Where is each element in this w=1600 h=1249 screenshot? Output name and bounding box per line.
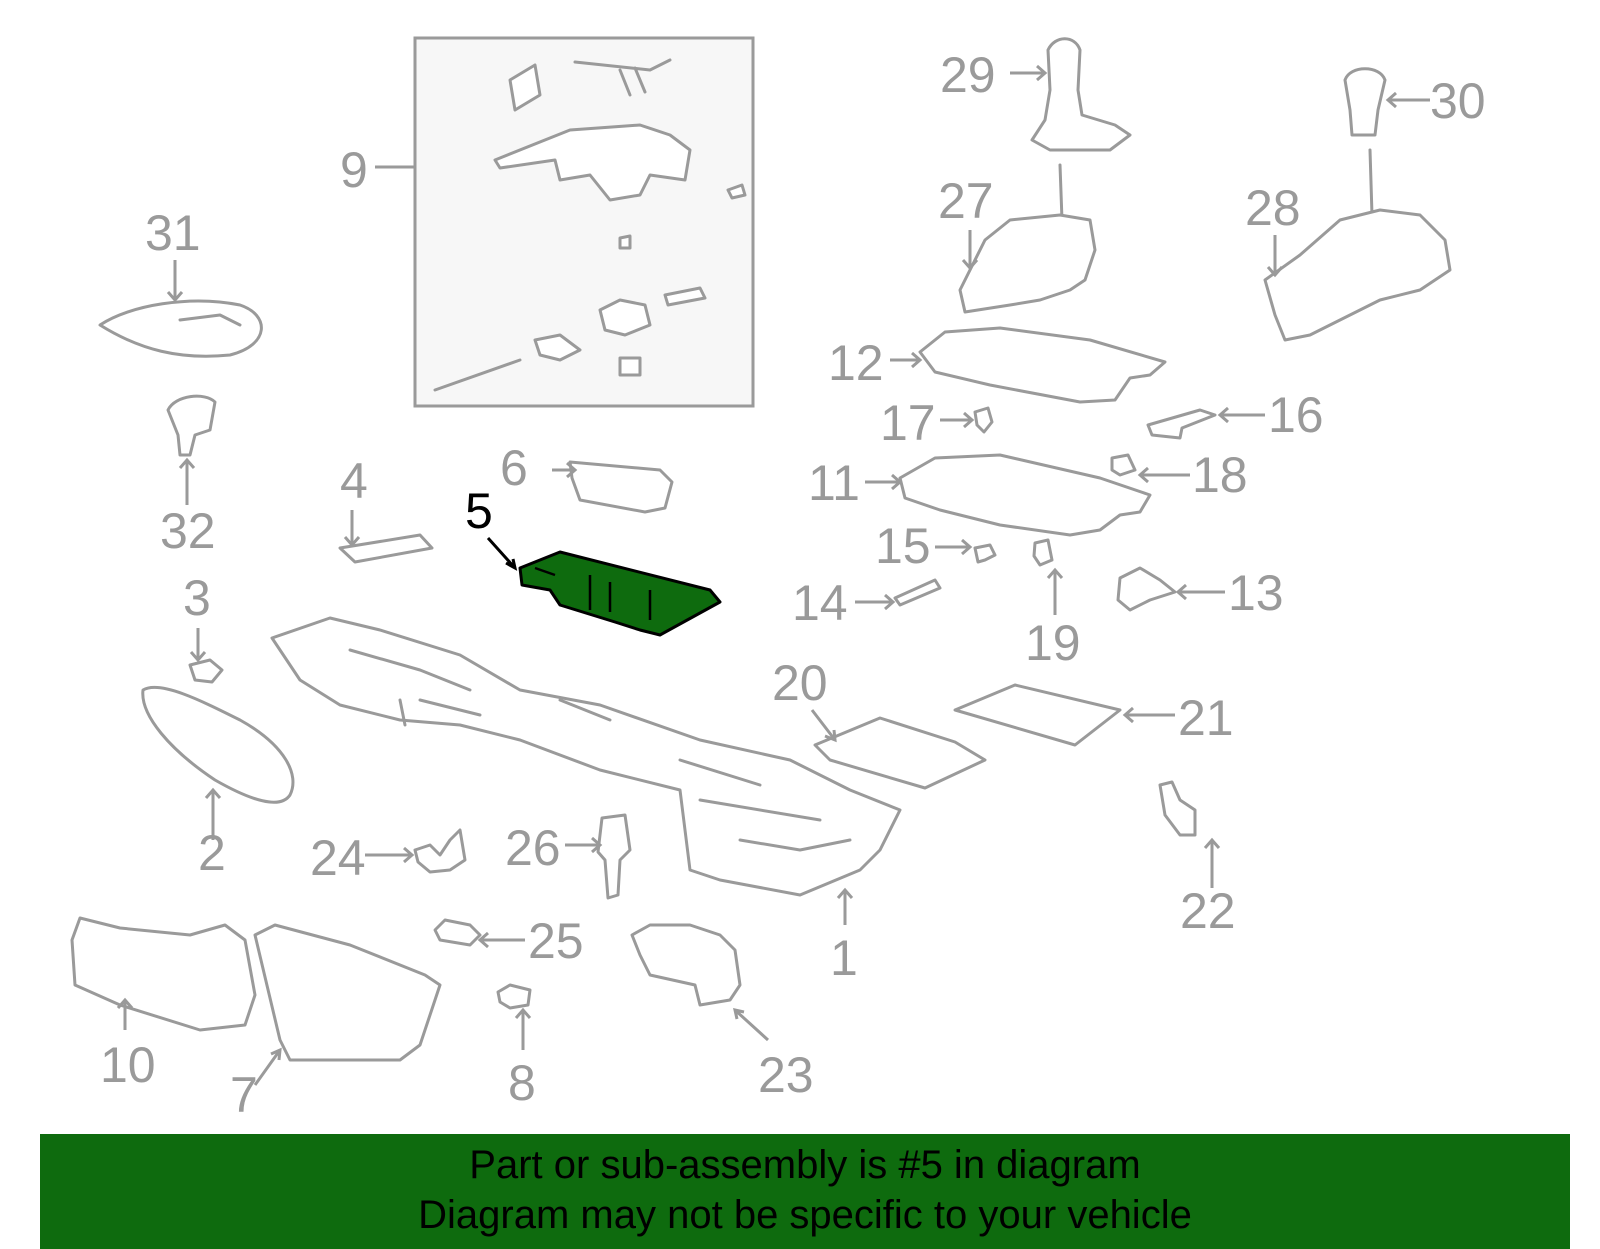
- leader-lines: [116, 64, 1430, 1086]
- callout-20: 20: [772, 655, 828, 711]
- callout-26: 26: [505, 820, 561, 876]
- part-8-shape: [496, 983, 532, 1010]
- callout-9: 9: [340, 142, 368, 198]
- part-26-shape: [596, 813, 632, 900]
- callout-23: 23: [758, 1047, 814, 1103]
- callout-13: 13: [1228, 565, 1284, 621]
- part-19-shape: [1032, 538, 1054, 567]
- part-31-shape: [98, 299, 263, 358]
- part-20-shape: [813, 716, 987, 790]
- callout-19: 19: [1025, 615, 1081, 671]
- callout-15: 15: [875, 518, 931, 574]
- callout-3: 3: [183, 570, 211, 626]
- callout-6: 6: [500, 440, 528, 496]
- callout-32: 32: [160, 503, 216, 559]
- banner-line-part-number: Part or sub-assembly is #5 in diagram: [469, 1143, 1141, 1187]
- part-3-shape: [188, 658, 224, 684]
- callout-12: 12: [828, 335, 884, 391]
- part-4-shape: [338, 533, 434, 564]
- part-27-shape: [958, 163, 1097, 314]
- callout-22: 22: [1180, 883, 1236, 939]
- part-21-shape: [953, 683, 1122, 747]
- part-2-shape: [141, 685, 295, 804]
- part-7-shape: [253, 923, 442, 1062]
- callout-11: 11: [808, 455, 860, 511]
- part-10-shape: [70, 916, 257, 1032]
- part-32-shape: [166, 394, 217, 457]
- callout-28: 28: [1245, 180, 1301, 236]
- callout-30: 30: [1430, 73, 1486, 129]
- part-30-shape: [1343, 67, 1387, 137]
- callout-4: 4: [340, 453, 368, 509]
- part-16-shape: [1146, 408, 1217, 440]
- callout-10: 10: [100, 1037, 156, 1093]
- banner-line-disclaimer: Diagram may not be specific to your vehi…: [418, 1193, 1192, 1237]
- callout-24: 24: [310, 830, 366, 886]
- part-14-shape: [893, 578, 942, 607]
- callout-27: 27: [938, 173, 994, 229]
- part-25-shape: [433, 918, 482, 947]
- callout-16: 16: [1268, 387, 1324, 443]
- callout-2: 2: [198, 825, 226, 881]
- info-banner: Part or sub-assembly is #5 in diagram Di…: [40, 1134, 1570, 1249]
- part-12-shape: [918, 326, 1167, 404]
- part-23-shape: [630, 923, 742, 1007]
- part-29-shape: [1030, 37, 1132, 152]
- part-18-shape: [1110, 453, 1137, 477]
- callout-7: 7: [230, 1067, 258, 1123]
- part-22-shape: [1158, 780, 1197, 837]
- callout-17: 17: [880, 395, 936, 451]
- part-17-shape: [973, 406, 994, 434]
- callout-14: 14: [792, 575, 848, 631]
- callout-1: 1: [830, 930, 858, 986]
- part-24-shape: [413, 828, 467, 874]
- part-5-highlighted: [518, 550, 722, 637]
- part-11-shape: [898, 453, 1152, 537]
- callout-29: 29: [940, 47, 996, 103]
- callout-25: 25: [528, 913, 584, 969]
- part-15-shape: [973, 543, 997, 564]
- part-9-inset: [413, 36, 755, 408]
- callout-21: 21: [1178, 690, 1234, 746]
- part-1-console: [270, 616, 902, 897]
- callout-18: 18: [1192, 447, 1248, 503]
- callout-5: 5: [465, 483, 493, 539]
- part-28-shape: [1263, 148, 1452, 342]
- part-13-shape: [1116, 566, 1177, 612]
- part-6-shape: [568, 460, 674, 514]
- callout-31: 31: [145, 205, 201, 261]
- callout-8: 8: [508, 1055, 536, 1111]
